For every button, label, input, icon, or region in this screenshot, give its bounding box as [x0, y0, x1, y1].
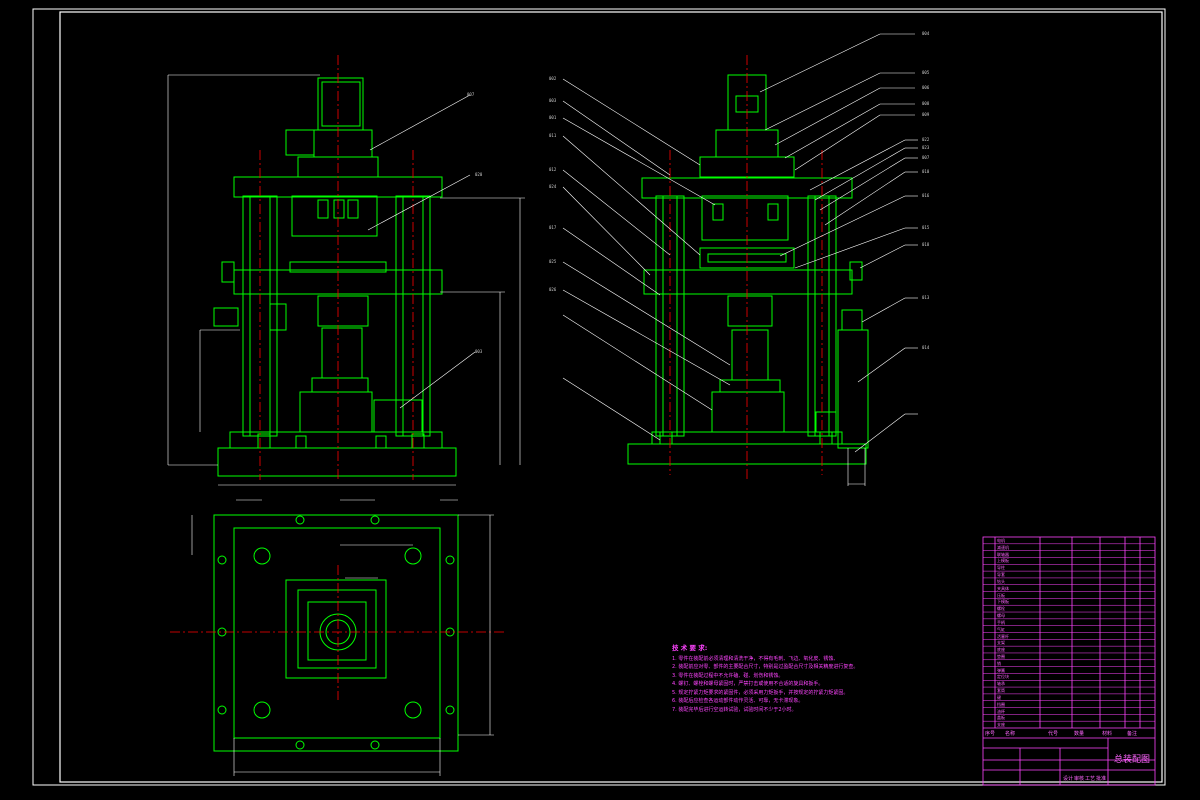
parts-list-name: 导柱 — [997, 565, 1005, 571]
balloon-number: 025 — [549, 259, 557, 264]
parts-list-header: 代号 — [1048, 731, 1059, 737]
parts-list-name: 垫圈 — [997, 653, 1005, 659]
balloon-number: 003 — [475, 349, 483, 354]
signature-label: 审核 — [1074, 776, 1085, 782]
top-view-centerlines — [170, 565, 505, 700]
technical-note-line: 2. 装配前应对零、部件的主要配合尺寸，特别是过盈配合尺寸及相关精度进行复查。 — [672, 664, 859, 670]
parts-list-name: 支架 — [997, 640, 1005, 646]
parts-list-name: 盖板 — [997, 715, 1005, 721]
balloon-number: 018 — [922, 242, 930, 247]
technical-note-line: 6. 装配后应检查各运动部件动作灵活、可靠，无卡滞现象。 — [672, 698, 804, 704]
parts-list-name: 手柄 — [997, 619, 1005, 625]
balloon-number: 001 — [549, 115, 557, 120]
balloon-number: 004 — [922, 31, 930, 36]
balloon-number: 024 — [549, 184, 557, 189]
side-view-centerlines — [669, 55, 823, 480]
balloon-number: 007 — [467, 92, 475, 97]
front-view — [213, 77, 457, 477]
parts-list-header: 序号 — [985, 731, 996, 737]
balloon-number: 014 — [922, 345, 930, 350]
front-view-centerlines — [259, 55, 414, 480]
drawing-title: 总装配图 — [1113, 755, 1150, 765]
balloon-number: 003 — [549, 98, 557, 103]
balloon-number: 002 — [549, 76, 557, 81]
parts-list-name: 活塞杆 — [997, 633, 1009, 639]
technical-notes: 技 术 要 求: 1. 零件在装配前必须清理和清洗干净，不得有毛刺、飞边、氧化皮… — [672, 644, 872, 714]
balloon-number: 009 — [922, 112, 930, 117]
parts-list-header: 名称 — [1005, 731, 1016, 737]
parts-list-name: 支座 — [997, 722, 1005, 728]
signature-label: 设计 — [1063, 776, 1074, 782]
technical-note-line: 3. 零件在装配过程中不允许磕、碰、划伤和锈蚀。 — [672, 672, 784, 679]
parts-list-name: 导套 — [997, 572, 1005, 578]
parts-list-header: 备注 — [1127, 731, 1138, 737]
balloon-number: 017 — [549, 225, 557, 230]
technical-note-line: 7. 装配完毕后进行空运转试验，试验时间不少于2小时。 — [672, 706, 797, 713]
signature-label: 工艺 — [1085, 776, 1096, 782]
parts-list-header: 材料 — [1102, 731, 1113, 737]
technical-note-line: 4. 螺钉、螺栓和螺母紧固时，严禁打击或使用不合适的旋具和扳手。 — [672, 681, 824, 687]
technical-note-line: 1. 零件在装配前必须清理和清洗干净，不得有毛刺、飞边、氧化皮、锈蚀、 — [672, 655, 839, 662]
parts-list-name: 定位块 — [997, 674, 1009, 680]
parts-list-name: 下模板 — [997, 599, 1009, 605]
parts-list-name: 上模板 — [997, 558, 1009, 564]
balloon-number: 020 — [475, 172, 483, 177]
drawing-frame — [32, 8, 1166, 786]
parts-list-name: 钻头 — [997, 578, 1005, 584]
title-block — [982, 536, 1156, 786]
parts-list-name: 螺栓 — [997, 606, 1005, 612]
balloon-number: 023 — [922, 145, 930, 150]
balloon-number: 012 — [549, 167, 557, 172]
parts-list-name: 挡圈 — [997, 701, 1005, 707]
balloon-number: 026 — [549, 287, 557, 292]
technical-note-line: 5. 规定拧紧力矩要求的紧固件，必须采用力矩扳手，并按规定的拧紧力矩紧固。 — [672, 689, 849, 696]
balloon-number: 005 — [922, 70, 930, 75]
title-block-rows — [983, 543, 1155, 722]
parts-list-name: 键 — [997, 694, 1001, 700]
parts-list-name: 弹簧 — [997, 667, 1005, 673]
parts-list-name: 联轴器 — [997, 551, 1009, 557]
balloon-number: 010 — [922, 169, 930, 174]
signature-label: 批准 — [1096, 776, 1107, 782]
top-view-dimensions — [191, 499, 494, 776]
parts-list-name: 销 — [997, 660, 1001, 666]
parts-list-name: 压板 — [997, 592, 1005, 598]
balloon-number: 007 — [922, 155, 930, 160]
balloon-number: 006 — [922, 85, 930, 90]
side-view — [627, 74, 869, 465]
balloon-number: 011 — [549, 133, 557, 138]
parts-list-header: 数量 — [1074, 731, 1085, 737]
balloon-number: 015 — [922, 225, 930, 230]
technical-notes-lines: 1. 零件在装配前必须清理和清洗干净，不得有毛刺、飞边、氧化皮、锈蚀、 2. 装配… — [672, 655, 872, 715]
technical-notes-title: 技 术 要 求: — [672, 644, 708, 652]
parts-list-name: 轴承 — [997, 681, 1005, 687]
parts-list-name: 螺母 — [997, 613, 1005, 619]
parts-list-name: 油杯 — [997, 708, 1005, 714]
balloon-number: 008 — [922, 101, 930, 106]
balloon-number: 022 — [922, 137, 930, 142]
top-view — [213, 514, 459, 752]
parts-list-name: 电机 — [997, 538, 1005, 543]
side-view-leaders — [562, 33, 918, 486]
balloon-number: 013 — [922, 295, 930, 300]
parts-list-name: 气缸 — [997, 626, 1005, 632]
parts-list-name: 套筒 — [997, 688, 1005, 694]
front-view-dimensions — [167, 74, 525, 486]
parts-list-name: 夹具体 — [997, 585, 1009, 591]
balloon-number: 016 — [922, 193, 930, 198]
parts-list-name: 底座 — [997, 647, 1005, 653]
parts-list-name: 减速机 — [997, 544, 1009, 550]
